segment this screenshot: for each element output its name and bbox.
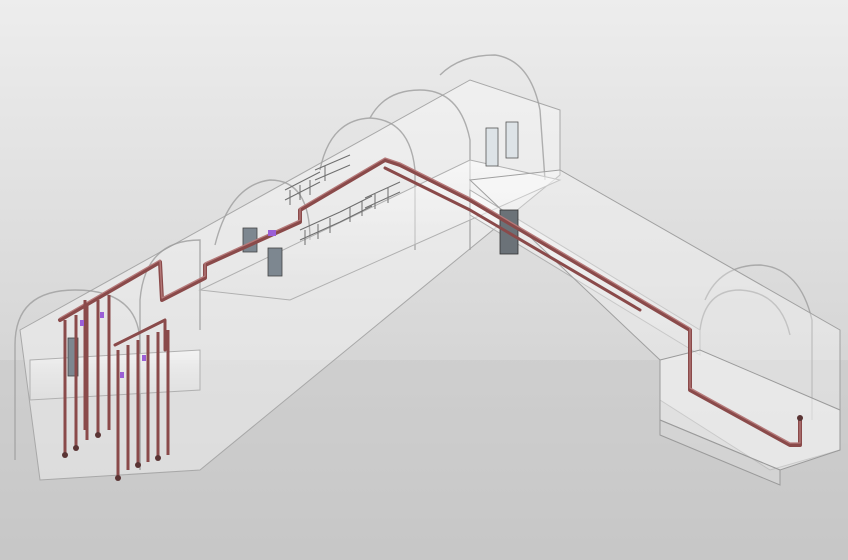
end-chamber [659,349,841,486]
valves [62,415,803,481]
riser-bank-left [63,295,111,455]
door-left-1 [67,337,79,377]
equipment-racks [284,154,401,245]
door-upper-2 [505,121,519,159]
riser-bank-right [116,330,170,478]
door-center-2 [267,247,283,277]
tunnel-arch-rings [14,54,813,470]
pipe-run [58,157,802,447]
door-upper-1 [485,127,499,167]
valve-accents [80,230,276,378]
